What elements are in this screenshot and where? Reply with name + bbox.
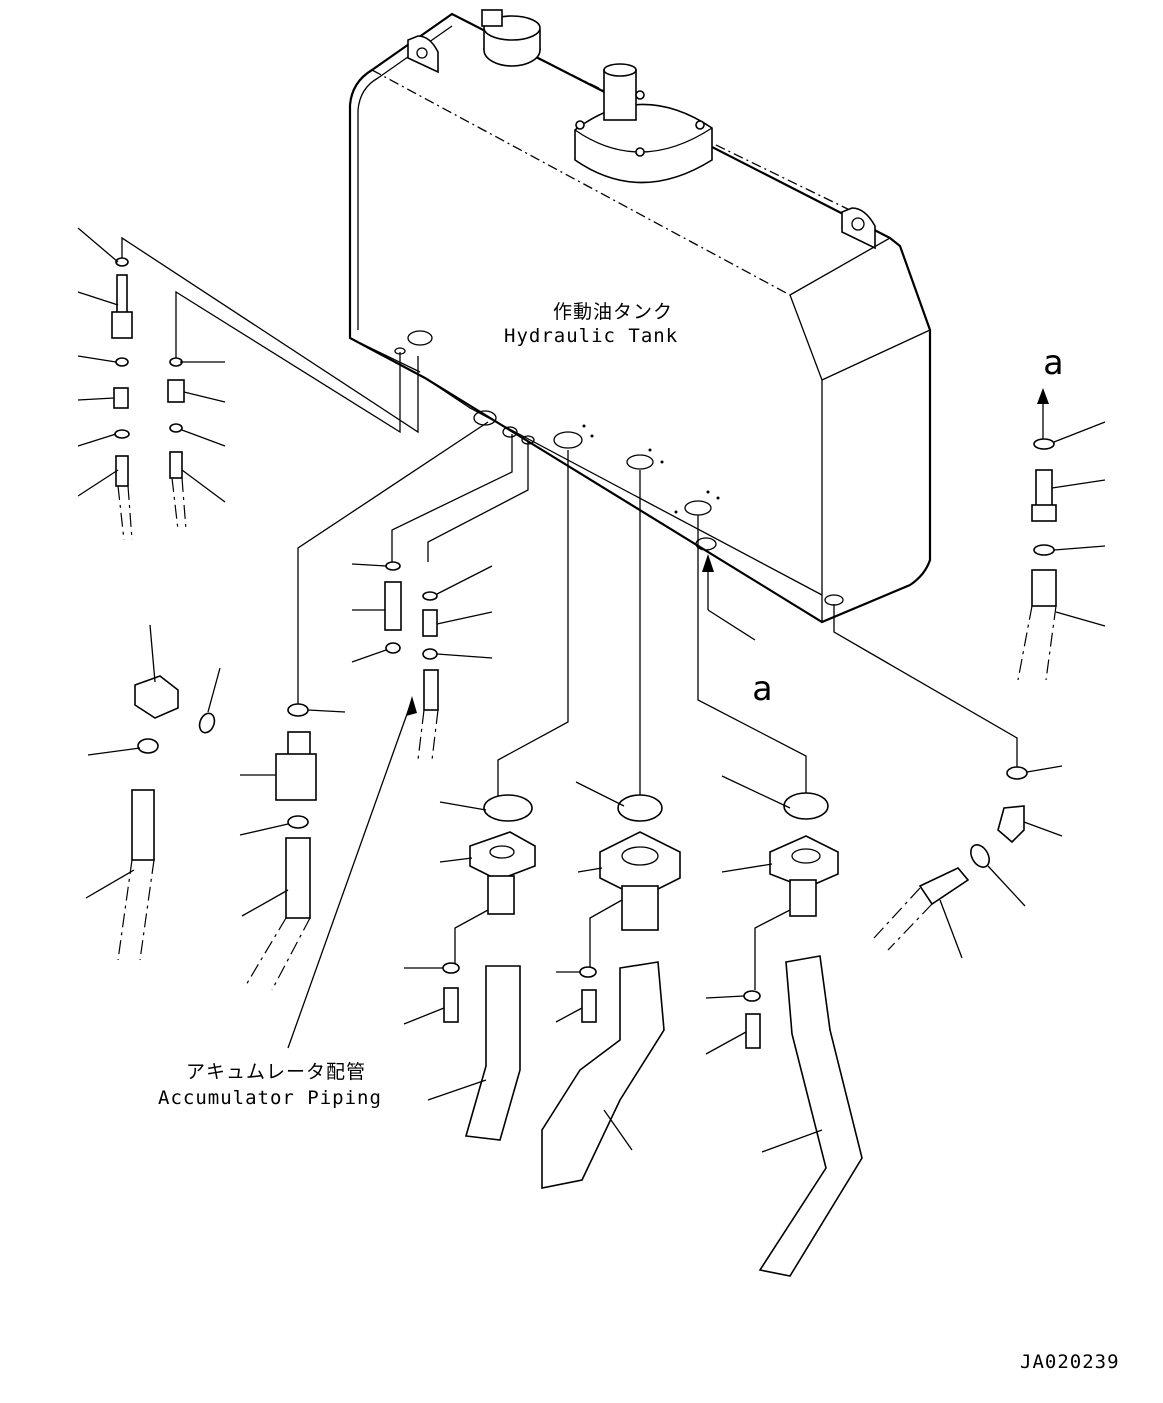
accumulator-label-jp: アキュムレータ配管 bbox=[186, 1061, 366, 1083]
flange-assembly-3 bbox=[697, 515, 863, 1277]
valve-group bbox=[239, 421, 489, 991]
flange-assembly-1 bbox=[403, 450, 569, 1141]
view-marker-bottom: a bbox=[752, 669, 772, 709]
drawing-number: JA020239 bbox=[1020, 1351, 1120, 1373]
accumulator-leader bbox=[287, 699, 413, 1049]
right-fittings-group bbox=[1017, 388, 1106, 681]
left-elbow-group bbox=[85, 624, 221, 961]
flange-assembly-2 bbox=[541, 470, 681, 1189]
right-elbow-group bbox=[833, 604, 1063, 959]
left-fittings-group bbox=[77, 227, 419, 541]
view-marker-top: a bbox=[1043, 343, 1063, 383]
tank-label-en: Hydraulic Tank bbox=[504, 325, 678, 347]
accumulator-label-en: Accumulator Piping bbox=[158, 1087, 382, 1109]
center-fittings-group bbox=[351, 434, 529, 761]
tank-label-jp: 作動油タンク bbox=[553, 301, 673, 323]
hydraulic-tank bbox=[348, 9, 932, 624]
